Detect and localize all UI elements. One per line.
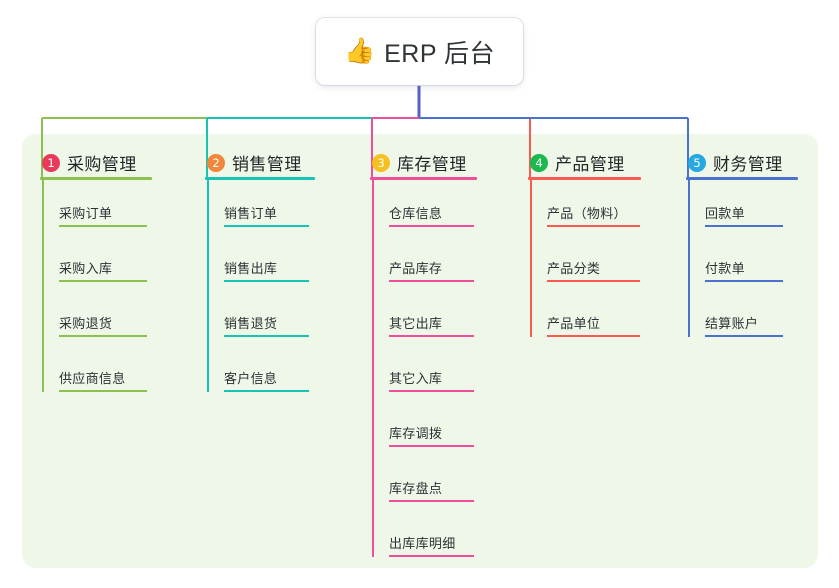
leaf-underline bbox=[547, 335, 640, 337]
leaf-item[interactable]: 出库库明细 bbox=[389, 533, 474, 557]
leaf-label: 付款单 bbox=[705, 261, 745, 276]
leaf-item[interactable]: 库存盘点 bbox=[389, 478, 474, 502]
leaf-underline bbox=[59, 335, 147, 337]
branch-spine bbox=[207, 177, 209, 392]
leaf-label: 产品单位 bbox=[547, 316, 601, 331]
branch-underline bbox=[370, 177, 477, 180]
branch-spine bbox=[372, 177, 374, 557]
leaf-label: 采购退货 bbox=[59, 316, 113, 331]
leaf-underline bbox=[59, 225, 147, 227]
leaf-item[interactable]: 销售出库 bbox=[224, 258, 309, 282]
leaf-underline bbox=[389, 280, 474, 282]
branch-underline bbox=[528, 177, 641, 180]
branch-title: 销售管理 bbox=[232, 155, 302, 174]
branch-title: 财务管理 bbox=[713, 155, 783, 174]
leaf-label: 产品分类 bbox=[547, 261, 601, 276]
branch-title: 采购管理 bbox=[67, 155, 137, 174]
leaf-label: 产品库存 bbox=[389, 261, 443, 276]
branch-header-3[interactable]: 3 库存管理 bbox=[372, 150, 467, 175]
leaf-item[interactable]: 销售退货 bbox=[224, 313, 309, 337]
leaf-item[interactable]: 库存调拨 bbox=[389, 423, 474, 447]
leaf-item[interactable]: 供应商信息 bbox=[59, 368, 147, 392]
leaf-item[interactable]: 采购退货 bbox=[59, 313, 147, 337]
branch-header-4[interactable]: 4 产品管理 bbox=[530, 150, 625, 175]
leaf-item[interactable]: 其它入库 bbox=[389, 368, 474, 392]
branch-spine bbox=[530, 177, 532, 337]
leaf-underline bbox=[389, 335, 474, 337]
branch-number-badge: 5 bbox=[688, 153, 706, 172]
mindmap-panel bbox=[22, 134, 818, 568]
branch-spine bbox=[688, 177, 690, 337]
root-label: ERP 后台 bbox=[384, 39, 496, 68]
leaf-label: 销售出库 bbox=[224, 261, 278, 276]
leaf-underline bbox=[389, 390, 474, 392]
leaf-label: 客户信息 bbox=[224, 371, 278, 386]
leaf-item[interactable]: 客户信息 bbox=[224, 368, 309, 392]
leaf-item[interactable]: 付款单 bbox=[705, 258, 783, 282]
leaf-underline bbox=[705, 335, 783, 337]
leaf-label: 仓库信息 bbox=[389, 206, 443, 221]
leaf-underline bbox=[59, 280, 147, 282]
leaf-item[interactable]: 其它出库 bbox=[389, 313, 474, 337]
leaf-label: 其它入库 bbox=[389, 371, 443, 386]
branch-number-badge: 1 bbox=[42, 153, 60, 172]
leaf-label: 产品（物料） bbox=[547, 206, 627, 221]
leaf-label: 供应商信息 bbox=[59, 371, 126, 386]
leaf-underline bbox=[389, 555, 474, 557]
leaf-underline bbox=[547, 280, 640, 282]
leaf-label: 库存盘点 bbox=[389, 481, 443, 496]
branch-spine bbox=[42, 177, 44, 392]
leaf-item[interactable]: 采购订单 bbox=[59, 203, 147, 227]
leaf-underline bbox=[547, 225, 640, 227]
leaf-item[interactable]: 产品分类 bbox=[547, 258, 640, 282]
leaf-item[interactable]: 结算账户 bbox=[705, 313, 783, 337]
leaf-item[interactable]: 销售订单 bbox=[224, 203, 309, 227]
leaf-underline bbox=[705, 280, 783, 282]
leaf-underline bbox=[389, 500, 474, 502]
branch-underline bbox=[686, 177, 798, 180]
thumbs-up-icon: 👍 bbox=[343, 37, 376, 65]
branch-number-badge: 4 bbox=[530, 153, 548, 172]
branch-number-badge: 2 bbox=[207, 153, 225, 172]
leaf-item[interactable]: 产品单位 bbox=[547, 313, 640, 337]
branch-header-1[interactable]: 1 采购管理 bbox=[42, 150, 137, 175]
leaf-item[interactable]: 产品库存 bbox=[389, 258, 474, 282]
leaf-label: 出库库明细 bbox=[389, 536, 456, 551]
leaf-underline bbox=[224, 225, 309, 227]
leaf-label: 销售退货 bbox=[224, 316, 278, 331]
root-node[interactable]: 👍 ERP 后台 bbox=[316, 18, 523, 85]
leaf-label: 采购订单 bbox=[59, 206, 113, 221]
leaf-underline bbox=[389, 225, 474, 227]
branch-title: 库存管理 bbox=[397, 155, 467, 174]
leaf-underline bbox=[224, 335, 309, 337]
leaf-underline bbox=[705, 225, 783, 227]
branch-number-badge: 3 bbox=[372, 153, 390, 172]
leaf-label: 销售订单 bbox=[224, 206, 278, 221]
branch-underline bbox=[205, 177, 315, 180]
branch-header-2[interactable]: 2 销售管理 bbox=[207, 150, 302, 175]
branch-title: 产品管理 bbox=[555, 155, 625, 174]
leaf-underline bbox=[224, 390, 309, 392]
leaf-underline bbox=[59, 390, 147, 392]
leaf-label: 回款单 bbox=[705, 206, 745, 221]
branch-header-5[interactable]: 5 财务管理 bbox=[688, 150, 783, 175]
leaf-label: 结算账户 bbox=[705, 316, 759, 331]
branch-underline bbox=[40, 177, 152, 180]
leaf-item[interactable]: 产品（物料） bbox=[547, 203, 640, 227]
leaf-label: 其它出库 bbox=[389, 316, 443, 331]
leaf-item[interactable]: 采购入库 bbox=[59, 258, 147, 282]
leaf-item[interactable]: 仓库信息 bbox=[389, 203, 474, 227]
leaf-item[interactable]: 回款单 bbox=[705, 203, 783, 227]
leaf-underline bbox=[224, 280, 309, 282]
leaf-label: 库存调拨 bbox=[389, 426, 443, 441]
leaf-underline bbox=[389, 445, 474, 447]
leaf-label: 采购入库 bbox=[59, 261, 113, 276]
